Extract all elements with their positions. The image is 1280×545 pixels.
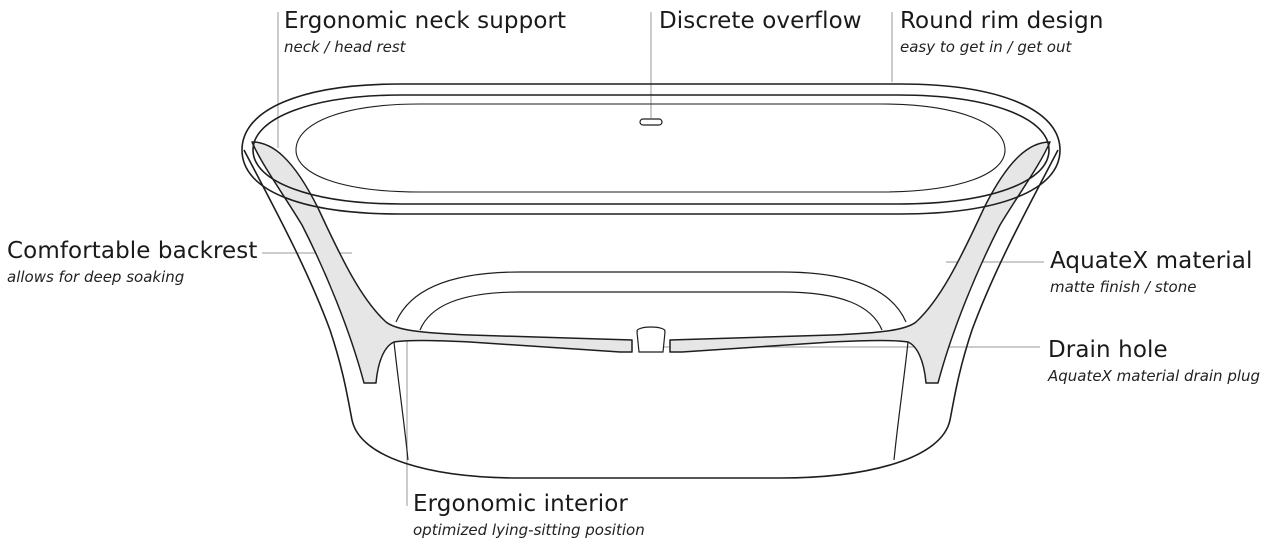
overflow-slot (639, 118, 663, 126)
callout-overflow: Discrete overflow (659, 8, 862, 34)
backrest-title: Comfortable backrest (7, 238, 258, 264)
material-subtitle: matte finish / stone (1050, 278, 1197, 296)
interior-details (393, 271, 909, 461)
right-wall-section (669, 141, 1051, 384)
interior-subtitle: optimized lying-sitting position (413, 521, 645, 539)
tub-outline (241, 83, 1061, 479)
floor-outer (395, 271, 907, 323)
overflow-title: Discrete overflow (659, 8, 862, 34)
inner-rim-lip (252, 94, 1050, 205)
neck-support-title: Ergonomic neck support (284, 8, 567, 34)
leader-lines (262, 12, 1044, 506)
left-wall-section (251, 141, 633, 384)
wall-sections (251, 141, 1051, 384)
callout-rim: Round rim design easy to get in / get ou… (900, 8, 1104, 56)
drain-title: Drain hole (1048, 337, 1168, 363)
floor-inner (419, 291, 883, 331)
rim-title: Round rim design (900, 8, 1104, 34)
overflow-hole (639, 118, 663, 126)
outer-body (243, 149, 1059, 479)
backrest-subtitle: allows for deep soaking (7, 268, 185, 286)
callout-material: AquateX material matte finish / stone (1050, 248, 1252, 296)
neck-support-subtitle: neck / head rest (284, 38, 406, 56)
drain-hole (636, 326, 666, 353)
drain-body (636, 331, 666, 353)
callout-drain: Drain hole AquateX material drain plug (1048, 337, 1260, 385)
interior-left-curve (393, 341, 409, 461)
callout-interior: Ergonomic interior optimized lying-sitti… (413, 491, 645, 539)
interior-title: Ergonomic interior (413, 491, 628, 517)
drain-subtitle: AquateX material drain plug (1048, 367, 1261, 385)
material-title: AquateX material (1050, 248, 1253, 274)
interior-right-curve (893, 341, 909, 461)
callout-neck-support: Ergonomic neck support neck / head rest (284, 8, 566, 56)
rim-subtitle: easy to get in / get out (900, 38, 1072, 56)
rim-inner-edge (295, 103, 1006, 193)
callout-backrest: Comfortable backrest allows for deep soa… (7, 238, 258, 286)
outer-rim (241, 83, 1061, 215)
